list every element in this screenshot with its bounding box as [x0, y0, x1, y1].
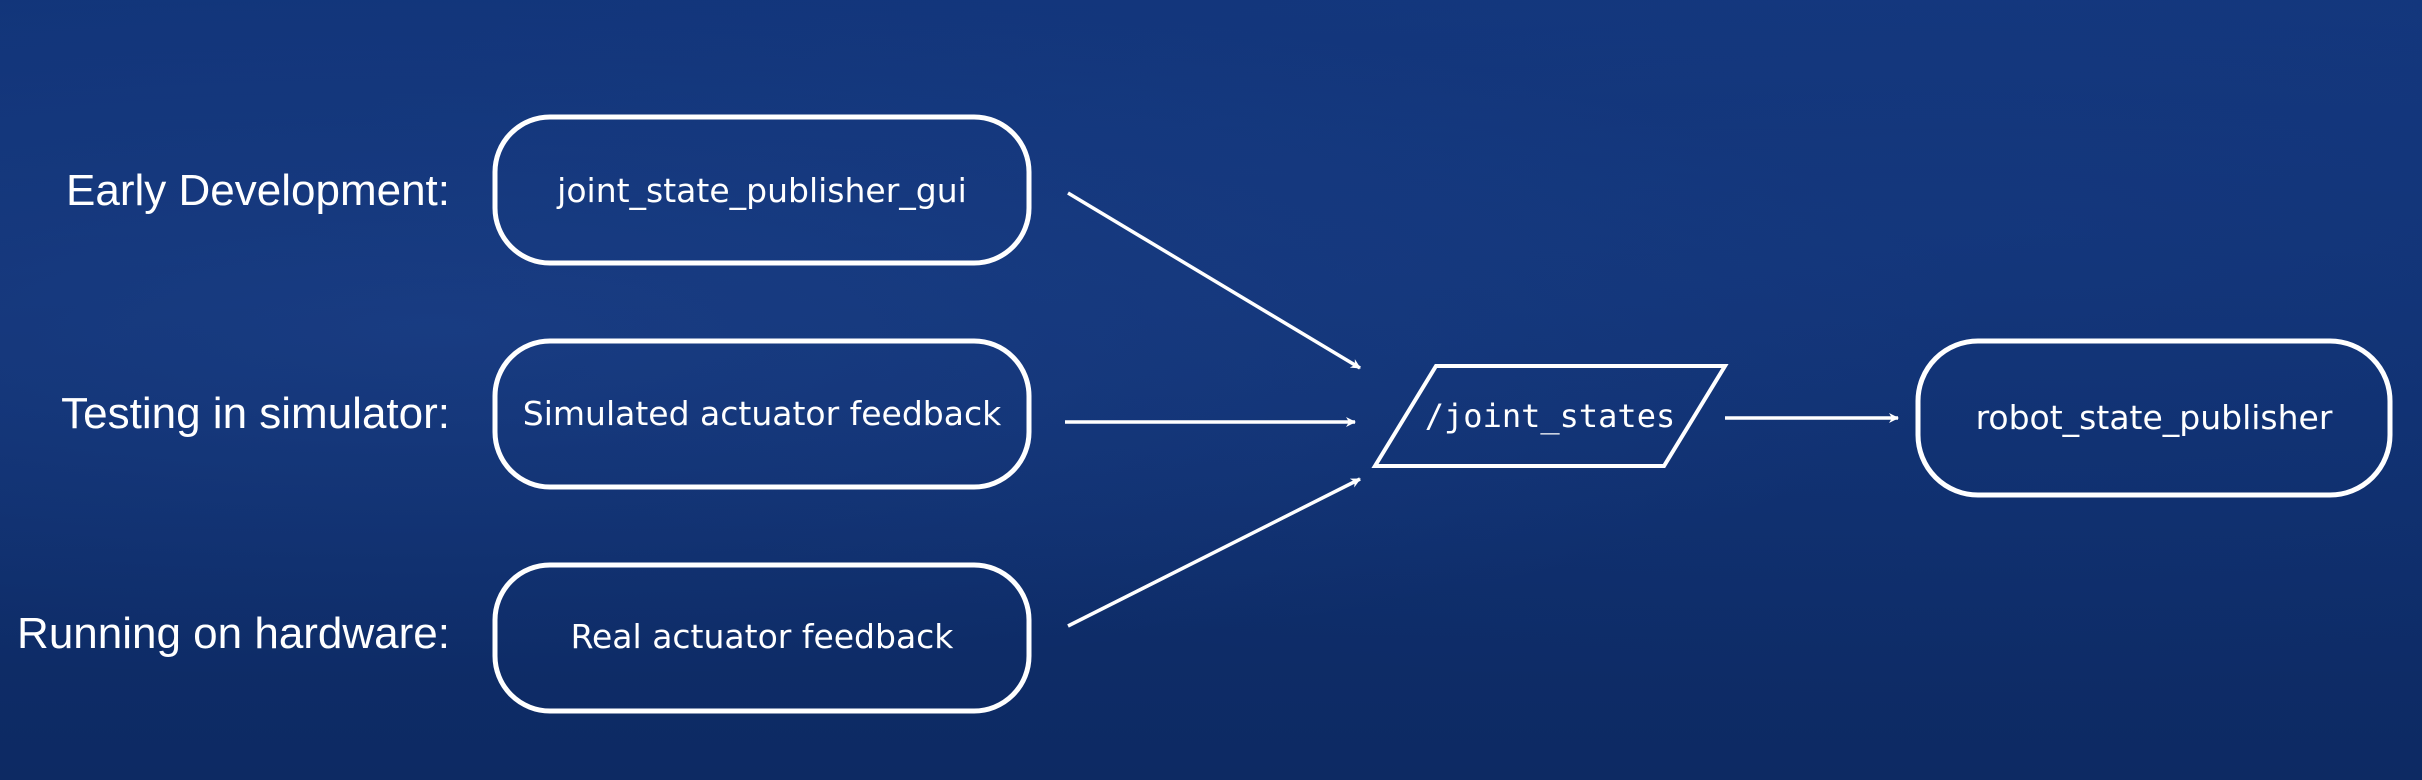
topic-parallelogram	[1371, 364, 1729, 468]
row-label-testing-in-simulator: Testing in simulator:	[61, 389, 450, 438]
source-box-label-simulated-actuator-feedback: Simulated actuator feedback	[523, 394, 1002, 433]
arrow-hardware-to-topic	[1067, 477, 1361, 628]
row-label-early-development: Early Development:	[66, 166, 450, 215]
source-box-real-actuator-feedback	[492, 562, 1032, 714]
source-box-joint-state-publisher-gui	[492, 114, 1032, 266]
consumer-box-label-robot-state-publisher: robot_state_publisher	[1976, 398, 2333, 437]
source-box-simulated-actuator-feedback	[492, 338, 1032, 490]
source-box-label-joint-state-publisher-gui: joint_state_publisher_gui	[556, 171, 967, 210]
arrow-early-to-topic	[1067, 191, 1361, 370]
source-box-label-real-actuator-feedback: Real actuator feedback	[571, 617, 955, 656]
consumer-box-robot-state-publisher	[1915, 338, 2393, 498]
row-label-running-on-hardware: Running on hardware:	[17, 609, 450, 658]
topic-label: /joint_states	[1425, 397, 1675, 435]
